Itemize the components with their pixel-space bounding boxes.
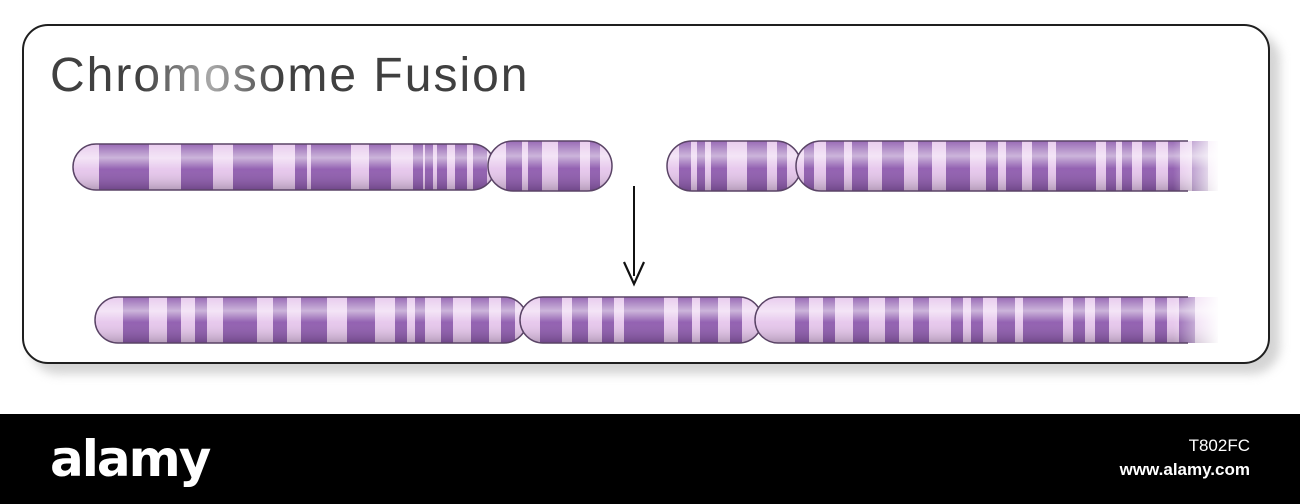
chromosome-2-long-arm bbox=[796, 141, 1218, 191]
segment-outline bbox=[72, 143, 496, 191]
chromosome-illustration bbox=[72, 55, 1218, 344]
chromosome-2-short-arm bbox=[667, 141, 801, 191]
fused-chromosome-segment-3 bbox=[755, 297, 1218, 343]
fused-chromosome-segment-1 bbox=[95, 297, 527, 343]
image-id: T802FC bbox=[1188, 436, 1250, 455]
chromosome-1-short-arm bbox=[488, 141, 612, 191]
segment-outline bbox=[795, 140, 1188, 192]
diagram-title: Chromosome Fusion bbox=[50, 49, 530, 102]
diagram-canvas: Chromosome Fusion bbox=[0, 24, 1300, 504]
fused-chromosome-segment-2 bbox=[520, 297, 762, 343]
segment-outline bbox=[666, 140, 802, 192]
footer-bar: alamy T802FC www.alamy.com bbox=[0, 414, 1300, 504]
chromosome-1-long-arm bbox=[73, 144, 495, 190]
segment-outline bbox=[754, 296, 1188, 344]
fusion-arrow bbox=[622, 186, 646, 287]
watermark-smudge bbox=[140, 55, 280, 100]
chromosomes-group bbox=[72, 140, 1218, 344]
segment-outline bbox=[94, 296, 528, 344]
brand-logo: alamy bbox=[50, 430, 211, 488]
segment-outline bbox=[519, 296, 763, 344]
site-url: www.alamy.com bbox=[1119, 460, 1250, 479]
segment-outline bbox=[487, 140, 613, 192]
